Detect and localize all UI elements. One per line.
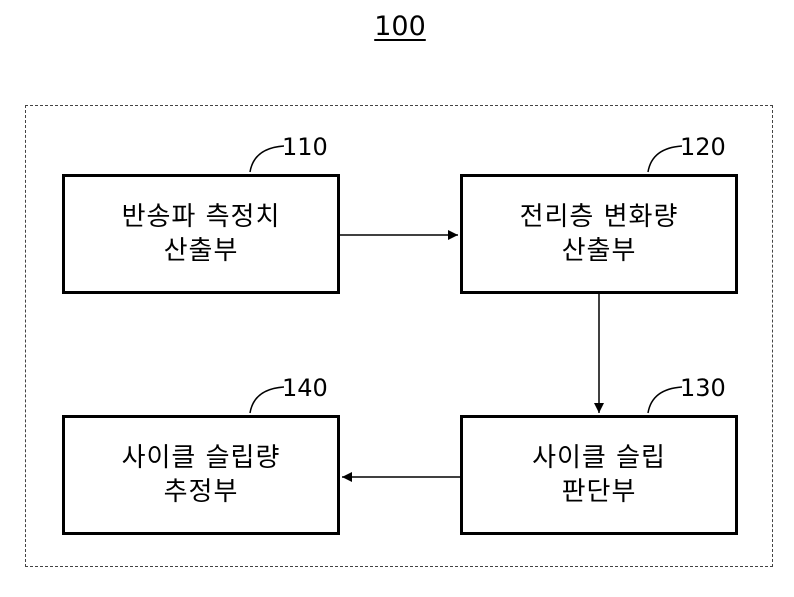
figure-number: 100 xyxy=(374,11,426,42)
block-140-label-line1: 사이클 슬립량 xyxy=(121,443,281,473)
block-130-cycle-slip-determiner: 사이클 슬립 판단부 xyxy=(460,415,738,535)
block-110-carrier-measurement-calculator: 반송파 측정치 산출부 xyxy=(62,174,340,294)
block-140-label-line2: 추정부 xyxy=(163,477,239,507)
block-120-label-line1: 전리층 변화량 xyxy=(519,202,679,232)
block-130-label-line1: 사이클 슬립 xyxy=(532,443,666,473)
block-120-label-line2: 산출부 xyxy=(561,236,637,266)
ref-numeral-120: 120 xyxy=(680,133,726,161)
ref-numeral-110: 110 xyxy=(282,133,328,161)
block-120-ionosphere-change-calculator: 전리층 변화량 산출부 xyxy=(460,174,738,294)
block-110-label-line1: 반송파 측정치 xyxy=(121,202,281,232)
block-110-label-line2: 산출부 xyxy=(163,236,239,266)
ref-numeral-140: 140 xyxy=(282,374,328,402)
system-boundary xyxy=(25,105,773,567)
ref-numeral-130: 130 xyxy=(680,374,726,402)
block-140-cycle-slip-estimator: 사이클 슬립량 추정부 xyxy=(62,415,340,535)
block-130-label-line2: 판단부 xyxy=(561,477,637,507)
